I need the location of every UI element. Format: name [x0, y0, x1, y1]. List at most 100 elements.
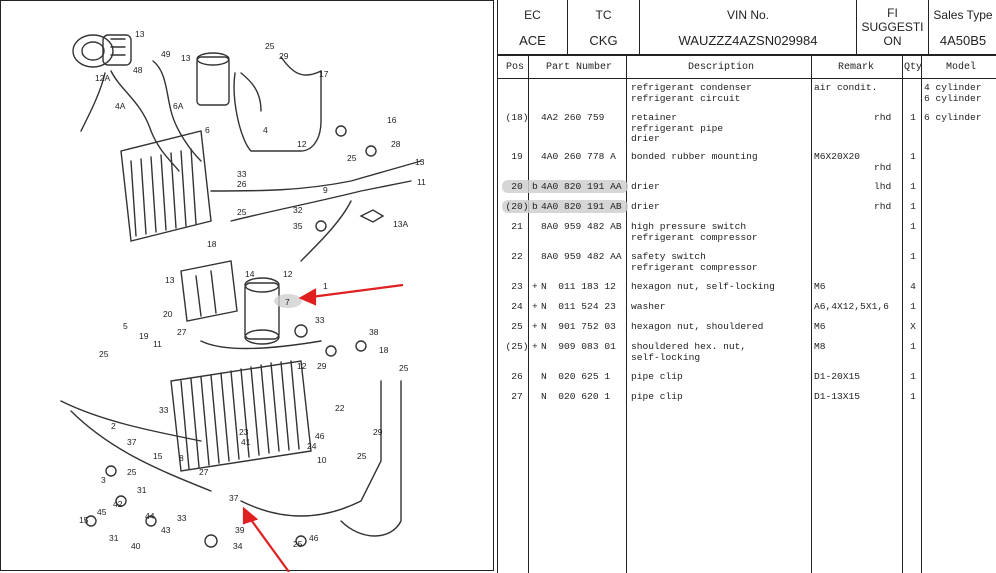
callout-label: 43	[161, 525, 171, 535]
callout-label: 27	[199, 467, 209, 477]
callout-label: 13	[135, 29, 145, 39]
compressor-part	[72, 34, 132, 68]
vin-label: VIN No.	[726, 8, 769, 22]
callout-label: 29	[373, 427, 383, 437]
pos-cell: 22	[511, 251, 523, 262]
pos-cell: 26	[511, 371, 523, 382]
callout-label: 12	[297, 361, 307, 371]
remark-cell: M6X20X20	[814, 151, 861, 162]
callout-label: 33	[159, 405, 169, 415]
callout-label: 33	[177, 513, 187, 523]
part-number-cell: 4A0 820 191 AA	[541, 181, 622, 192]
callout-label: 33	[315, 315, 325, 325]
qty-cell: 1	[910, 341, 916, 352]
description-line: refrigerant pipe	[631, 122, 724, 134]
callout-label: 26	[237, 179, 247, 189]
description-line: pipe clip	[631, 371, 683, 382]
divider	[902, 56, 903, 573]
callout-label: 13	[415, 157, 425, 167]
description-line: washer	[631, 301, 666, 312]
part-number-cell: 8A0 959 482 AA	[541, 251, 622, 262]
callout-label: 4	[263, 125, 268, 135]
col-pos: Pos	[506, 62, 525, 73]
remark-side-cell: lhd	[874, 181, 892, 192]
callout-label: 2	[111, 421, 116, 431]
description-line: bonded rubber mounting	[631, 151, 758, 162]
description-line: hexagon nut, shouldered	[631, 321, 764, 332]
parts-list-panel: EC ACE TC CKG VIN No. WAUZZZ4AZSN029984 …	[497, 0, 996, 573]
qty-cell: 1	[910, 371, 916, 382]
callout-label: 14	[245, 269, 255, 279]
fi-label: FI	[887, 6, 898, 20]
col-description: Description	[688, 62, 755, 73]
qty-cell: 1	[910, 151, 916, 162]
receiver-drier-20	[244, 277, 280, 345]
pos-cell: 24	[511, 301, 523, 312]
remark-side-cell: rhd	[874, 112, 892, 123]
pos-cell: (18)	[505, 112, 529, 123]
model-line: 6 cylinder	[924, 92, 982, 104]
callout-label: 12A	[95, 73, 110, 83]
sales-label: Sales Type	[933, 8, 993, 22]
description-line: self-locking	[631, 351, 701, 363]
callout-label: 25	[357, 451, 367, 461]
mounting-bracket	[180, 260, 238, 322]
callout-label: 49	[161, 49, 171, 59]
vin-value: WAUZZZ4AZSN029984	[678, 33, 818, 48]
callout-label: 10	[317, 455, 327, 465]
callout-label: 32	[293, 205, 303, 215]
mark-cell: b	[532, 181, 538, 192]
callout-label: 15	[79, 515, 89, 525]
callout-label: 29	[317, 361, 327, 371]
fi-value: SUGGESTI ON	[861, 20, 924, 48]
callout-label: 18	[207, 239, 217, 249]
remark-cell: D1-20X15	[814, 371, 861, 382]
column-header-row: Pos Part Number Description Remark Qty M…	[498, 56, 996, 79]
red-arrows	[242, 283, 404, 572]
description-line: shouldered hex. nut,	[631, 341, 747, 352]
callout-label: 33	[237, 169, 247, 179]
ec-cell: EC ACE	[498, 0, 568, 54]
qty-cell: 1	[910, 301, 916, 312]
callout-label: 16	[387, 115, 397, 125]
callout-label: 6	[205, 125, 210, 135]
remark-cell: M6	[814, 281, 826, 292]
callout-label: 42	[113, 499, 123, 509]
ec-label: EC	[524, 8, 541, 22]
callout-label: 23	[239, 427, 249, 437]
callout-label: 25	[399, 363, 409, 373]
callout-label: 29	[279, 51, 289, 61]
callout-label: 35	[293, 221, 303, 231]
pos-cell: 21	[511, 221, 523, 232]
condenser-upper	[120, 130, 212, 242]
pos-cell: 19	[511, 151, 523, 162]
vehicle-header: EC ACE TC CKG VIN No. WAUZZZ4AZSN029984 …	[498, 0, 996, 56]
pos-cell: 27	[511, 391, 523, 402]
callout-label: 37	[127, 437, 137, 447]
mark-cell: +	[532, 301, 538, 312]
divider	[811, 56, 812, 573]
tc-value: CKG	[589, 33, 618, 48]
receiver-drier-top	[196, 52, 230, 106]
description-line: drier	[631, 201, 660, 212]
callout-label: 19	[139, 331, 149, 341]
sales-cell: Sales Type 4A50B5	[929, 0, 996, 54]
callout-label: 12	[283, 269, 293, 279]
part-number-cell: N 011 524 23	[541, 301, 616, 312]
description-line: pipe clip	[631, 391, 683, 402]
callout-label: 27	[177, 327, 187, 337]
model-line: 4 cylinder	[924, 82, 982, 93]
description-line: refrigerant circuit	[631, 92, 741, 104]
qty-cell: 1	[910, 221, 916, 232]
callout-label: 13	[181, 53, 191, 63]
callout-label: 11	[153, 339, 162, 349]
description-line: safety switch	[631, 251, 706, 262]
callout-label: 40	[131, 541, 141, 551]
col-part-number: Part Number	[546, 62, 613, 73]
callout-label: 3	[101, 475, 106, 485]
callout-label: 6A	[173, 101, 184, 111]
callout-label: 46	[309, 533, 319, 543]
model-line: 6 cylinder	[924, 112, 982, 123]
callout-label: 18	[379, 345, 389, 355]
